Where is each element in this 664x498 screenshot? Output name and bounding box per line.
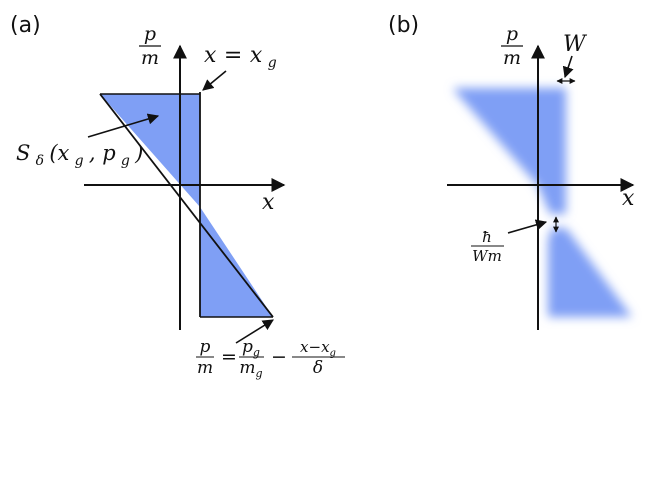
gap-label-numerator: ħ bbox=[482, 228, 492, 246]
y-axis-label-numerator: p bbox=[144, 23, 156, 45]
y-axis-label-denominator: m bbox=[141, 47, 159, 69]
wavepacket-region-lower bbox=[548, 228, 632, 317]
y-axis-b-label-numerator: p bbox=[506, 23, 518, 45]
svg-text:δ: δ bbox=[313, 358, 323, 378]
svg-text:−: − bbox=[271, 346, 287, 368]
svg-text:p: p bbox=[200, 337, 211, 357]
x-axis-label: x bbox=[262, 190, 275, 215]
line-equation-pointer bbox=[235, 319, 274, 344]
line-equation: p m = pg mg − x−xg δ bbox=[196, 337, 345, 380]
svg-text:x−xg: x−xg bbox=[300, 338, 336, 359]
diagonal-boundary-line bbox=[99, 93, 274, 318]
panel-b: (b) p m x W ħ Wm bbox=[388, 13, 635, 330]
svg-text:m: m bbox=[197, 358, 213, 378]
panel-b-tag: (b) bbox=[388, 13, 419, 38]
svg-text:=: = bbox=[221, 346, 237, 368]
wavepacket-region-upper bbox=[454, 88, 566, 214]
gap-pointer bbox=[507, 219, 548, 234]
phase-space-region-upper bbox=[100, 94, 200, 207]
region-pointer bbox=[87, 113, 160, 138]
width-label: W bbox=[563, 32, 588, 57]
svg-text:pg: pg bbox=[242, 337, 260, 359]
vertical-line-pointer bbox=[202, 70, 227, 91]
width-pointer bbox=[562, 55, 574, 79]
x-axis-b-label: x bbox=[622, 186, 635, 211]
gap-label-denominator: Wm bbox=[472, 247, 502, 265]
region-label: S δ (x g , p g ) bbox=[16, 141, 143, 170]
panel-a-tag: (a) bbox=[10, 13, 41, 38]
phase-space-region-lower bbox=[200, 207, 273, 317]
svg-text:mg: mg bbox=[239, 358, 262, 380]
y-axis-b-label-denominator: m bbox=[503, 47, 521, 69]
panel-a: (a) p m x x = x g S δ (x g bbox=[10, 13, 345, 380]
vertical-line-label: x = x g bbox=[204, 42, 277, 71]
